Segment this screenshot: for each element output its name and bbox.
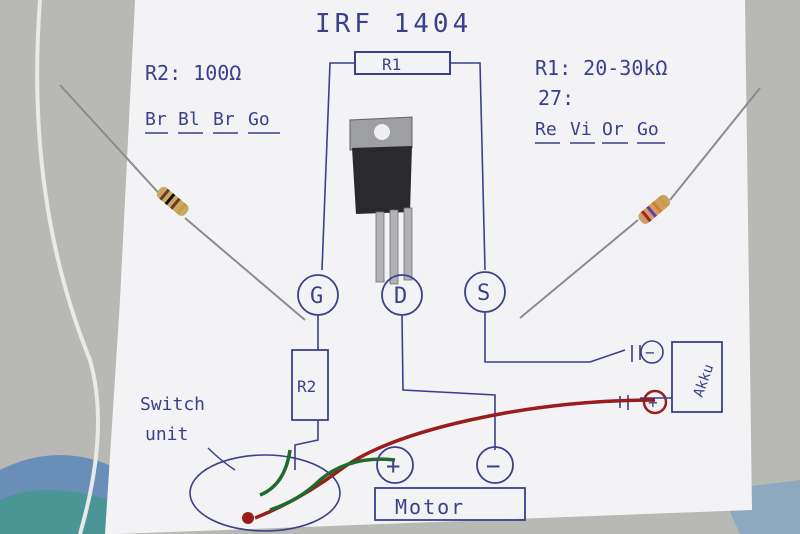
wire-end-left xyxy=(242,512,254,524)
r1-note-text: 27: xyxy=(538,86,574,110)
r2-value-text: R2: 100Ω xyxy=(145,61,241,85)
gate-pin-label: G xyxy=(310,284,323,309)
r1-box-label: R1 xyxy=(382,55,401,74)
r2-box-label: R2 xyxy=(297,377,316,396)
motor-label: Motor xyxy=(395,495,465,519)
motor-minus-terminal xyxy=(476,446,514,484)
r2-color-band-3: Br xyxy=(213,109,235,130)
r1-color-band-1: Re xyxy=(535,119,557,140)
r1-color-code: Re Vi Or Go xyxy=(535,119,665,144)
r2-color-band-4: Go xyxy=(248,109,270,130)
switch-label-line2: unit xyxy=(145,424,188,445)
right-resistor xyxy=(519,87,761,319)
left-resistor xyxy=(59,84,306,321)
mosfet-transistor xyxy=(349,116,413,285)
motor-plus-label: + xyxy=(386,452,400,480)
r1-lead-wires xyxy=(321,62,486,271)
battery-minus-terminal xyxy=(640,340,664,364)
source-pin-label: S xyxy=(477,281,490,306)
switch-unit-outline xyxy=(189,454,341,532)
r2-color-band-1: Br xyxy=(145,109,167,130)
r1-color-band-4: Go xyxy=(637,119,659,140)
battery-plus-terminal xyxy=(642,389,668,415)
motor-minus-label: − xyxy=(486,452,500,480)
green-wire xyxy=(259,449,396,512)
battery-minus-label: − xyxy=(645,343,655,362)
battery-plus-label: + xyxy=(648,393,658,412)
motor-box xyxy=(374,487,526,521)
r1-color-band-2: Vi xyxy=(570,119,592,140)
drain-pin-label: D xyxy=(394,284,407,309)
r1-value-text: R1: 20-30kΩ xyxy=(535,56,667,80)
motor-plus-terminal xyxy=(376,446,414,484)
r1-color-band-3: Or xyxy=(602,119,624,140)
r2-box xyxy=(291,349,329,421)
r2-color-code: Br Bl Br Go xyxy=(145,109,280,134)
title-text: IRF 1404 xyxy=(315,9,472,39)
battery-box xyxy=(671,341,723,413)
switch-label-line1: Switch xyxy=(140,394,205,415)
r2-color-band-2: Bl xyxy=(178,109,200,130)
